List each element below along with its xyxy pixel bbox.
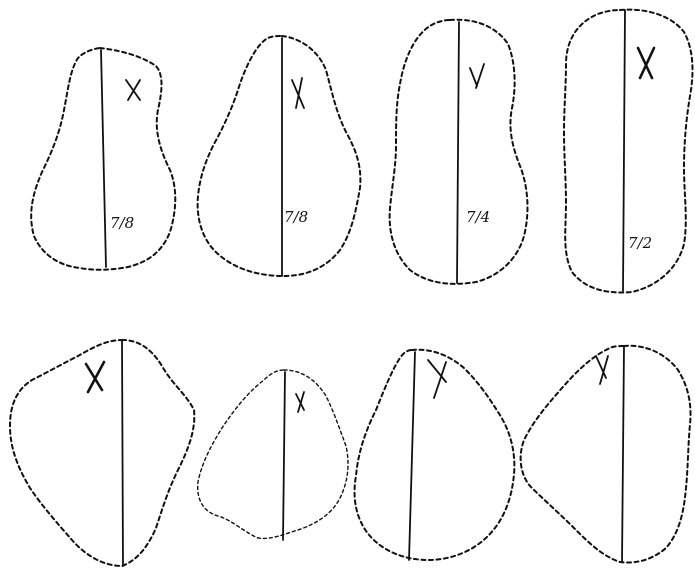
cross-mark <box>86 362 104 392</box>
figure-outline <box>198 370 348 538</box>
figure-outline <box>10 340 194 566</box>
size-label: 7/2 <box>628 234 652 252</box>
figure-top-2: 7/8 <box>198 36 361 276</box>
figure-axis <box>622 346 624 562</box>
cross-mark <box>638 48 654 78</box>
figure-top-3: 7/4 <box>390 20 528 284</box>
figure-axis <box>457 22 459 283</box>
cross-mark <box>428 360 446 398</box>
cross-mark <box>596 356 608 384</box>
figure-bottom-3 <box>355 350 515 560</box>
figure-bottom-4 <box>521 346 691 563</box>
size-label: 7/4 <box>466 208 490 226</box>
cross-mark <box>296 392 304 412</box>
cross-mark <box>470 64 484 88</box>
figure-outline <box>198 36 361 276</box>
figure-bottom-1 <box>10 340 194 566</box>
figure-top-4: 7/2 <box>564 10 692 293</box>
figure-axis <box>623 10 625 291</box>
figure-axis <box>101 50 106 267</box>
figure-axis <box>122 340 123 566</box>
figure-outline <box>355 350 515 560</box>
figure-top-1: 7/8 <box>31 48 175 270</box>
figure-axis <box>409 352 415 560</box>
figure-bottom-2 <box>198 370 348 540</box>
figure-axis <box>283 372 285 540</box>
cross-mark <box>126 80 140 100</box>
size-label: 7/8 <box>110 214 134 232</box>
size-label: 7/8 <box>284 208 308 226</box>
cross-mark <box>292 78 304 108</box>
